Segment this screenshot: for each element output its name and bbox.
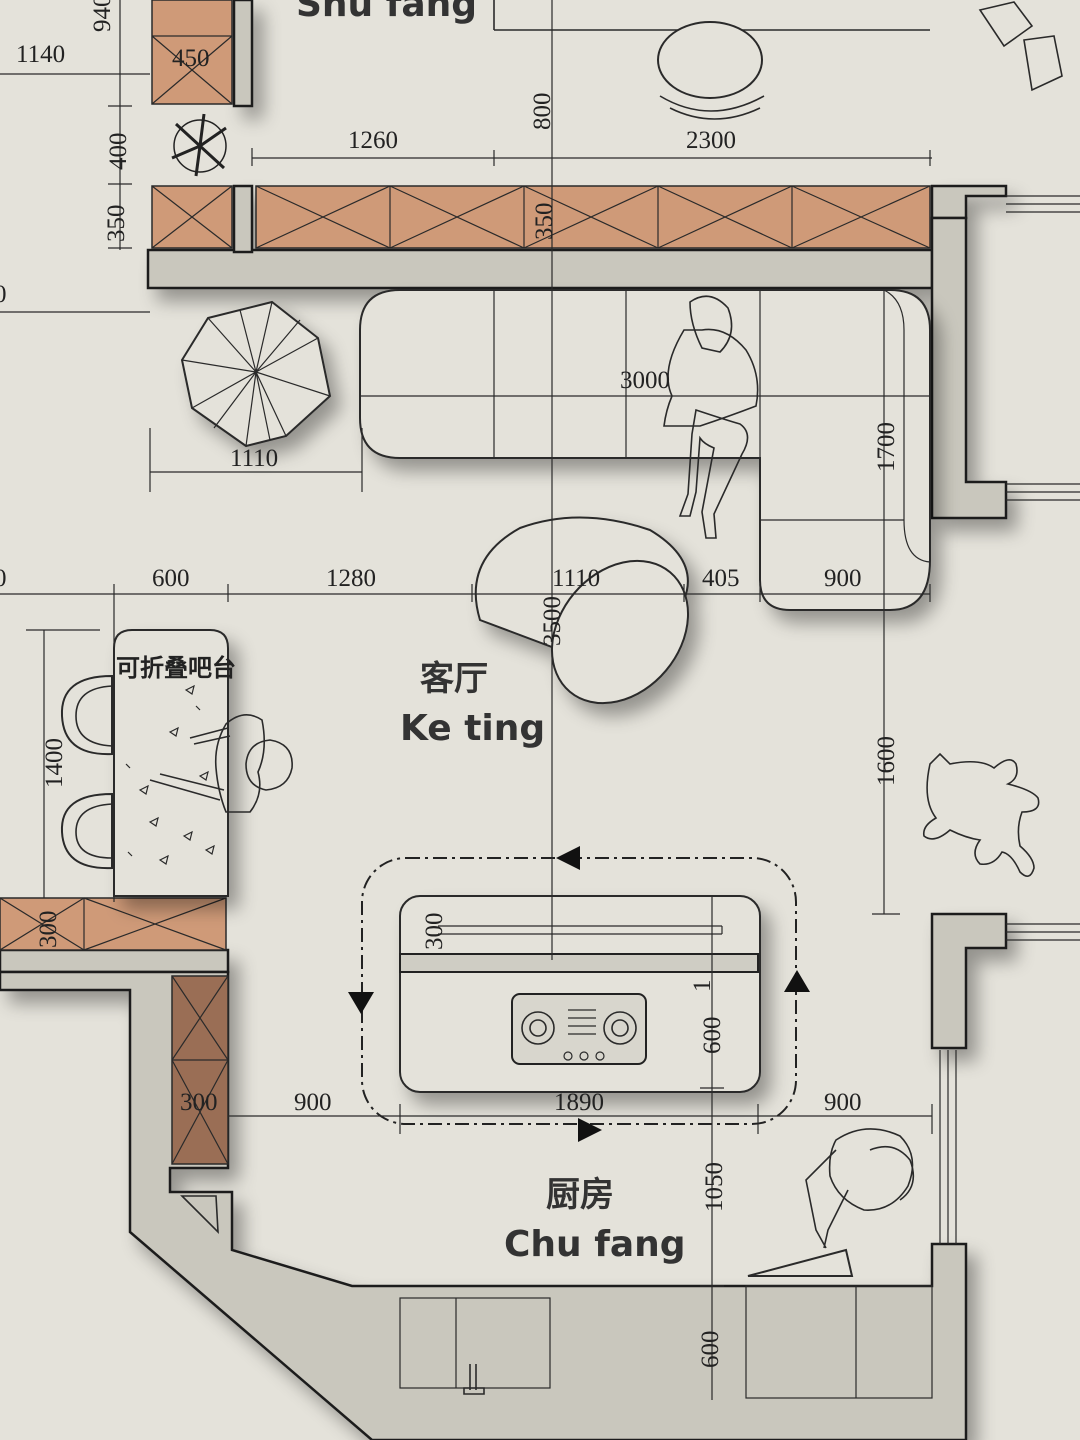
dim-1110-chair: 1110 [552, 565, 600, 592]
bar-counter-label: 可折叠吧台 [116, 654, 236, 682]
wall-column-top [232, 0, 254, 108]
dim-900-right: 900 [824, 1089, 862, 1116]
corner-triangle [180, 1195, 219, 1235]
room-labels: Shu fang 客厅 Ke ting 厨房 Chu fang 可折叠吧台 [116, 0, 686, 1265]
cat-icon [922, 752, 1040, 877]
dim-600-bottom: 600 [697, 1331, 724, 1369]
bar-counter [113, 629, 229, 897]
kitchen-counters [180, 1195, 933, 1399]
dim-350-left: 350 [103, 205, 130, 243]
dim-600-island: 600 [699, 1017, 726, 1055]
dim-300-island: 300 [421, 913, 448, 951]
dimension-labels: 940 1140 450 400 350 1260 800 2300 350 0… [0, 0, 900, 1368]
room-kitchen-en: Chu fang [504, 1224, 686, 1265]
pillows-icon [978, 1, 1063, 92]
person-kitchen-icon [805, 1128, 915, 1249]
room-study-en: Shu fang [296, 0, 477, 25]
dim-3500: 3500 [539, 596, 566, 646]
dim-1280: 1280 [326, 565, 376, 592]
wall-bar-bottom [0, 948, 230, 974]
room-living-cn: 客厅 [420, 659, 488, 699]
sofa [359, 289, 931, 611]
arrow-up-icon [784, 970, 810, 992]
dim-350-cab: 350 [531, 203, 558, 241]
sofa-details [360, 289, 931, 563]
room-kitchen-cn: 厨房 [546, 1175, 614, 1215]
wall-study-bottom [146, 184, 1008, 290]
cabinet-left-top [151, 0, 233, 105]
dim-1400: 1400 [41, 738, 68, 788]
arrow-down-icon [348, 992, 374, 1014]
person-sitting-icon [663, 295, 759, 539]
windows [939, 195, 1080, 1244]
bar-texture [125, 684, 215, 865]
dim-0-mid: 0 [0, 565, 7, 592]
dim-800: 800 [529, 93, 556, 131]
dim-2300: 2300 [686, 127, 736, 154]
island-details [399, 925, 759, 1065]
study-desk [493, 0, 930, 120]
cabinet-tall-kitchen [171, 975, 229, 1165]
plant [171, 113, 227, 177]
faucet-icon [463, 1364, 485, 1395]
room-living-en: Ke ting [400, 708, 545, 749]
cabinet-study-long [255, 185, 931, 249]
cabinet-left-mid [151, 185, 233, 249]
cutting-board-icon [747, 1248, 854, 1277]
stove-icon [511, 993, 647, 1065]
dim-1600: 1600 [873, 736, 900, 786]
walls [0, 0, 1008, 1440]
dim-405: 405 [702, 565, 740, 592]
cabinet-bar-bottom [0, 897, 227, 951]
dim-450: 450 [172, 45, 210, 72]
person-bar-icon [149, 714, 293, 813]
dimension-lines [0, 0, 933, 1400]
dim-1050: 1050 [701, 1162, 728, 1212]
dim-300-left: 300 [35, 911, 62, 949]
dim-940: 940 [89, 0, 116, 32]
dim-0-top: 0 [0, 281, 7, 308]
dim-1890: 1890 [554, 1089, 604, 1116]
arrow-right-icon [578, 1118, 602, 1142]
dim-1-island: 1 [689, 980, 716, 993]
lounge-chair [474, 516, 690, 705]
dim-400: 400 [105, 133, 132, 171]
cabinets [0, 0, 931, 1165]
dim-1110-table: 1110 [230, 445, 278, 472]
dim-1700: 1700 [873, 422, 900, 472]
bar-stools [60, 674, 113, 870]
dim-600-top: 600 [152, 565, 190, 592]
wall-kitchen [0, 970, 968, 1440]
dim-3000: 3000 [620, 367, 670, 394]
dim-1260: 1260 [348, 127, 398, 154]
dim-900-left: 900 [294, 1089, 332, 1116]
circulation-path [348, 846, 810, 1142]
wall-right-lower [930, 912, 1008, 1050]
side-table-lines [181, 301, 331, 447]
dim-1140: 1140 [16, 41, 65, 68]
dim-900-top: 900 [824, 565, 862, 592]
arrow-left-icon [556, 846, 580, 870]
dim-300-tall: 300 [180, 1089, 218, 1116]
wall-right-upper [930, 216, 1008, 520]
wall-column-mid [232, 184, 254, 254]
